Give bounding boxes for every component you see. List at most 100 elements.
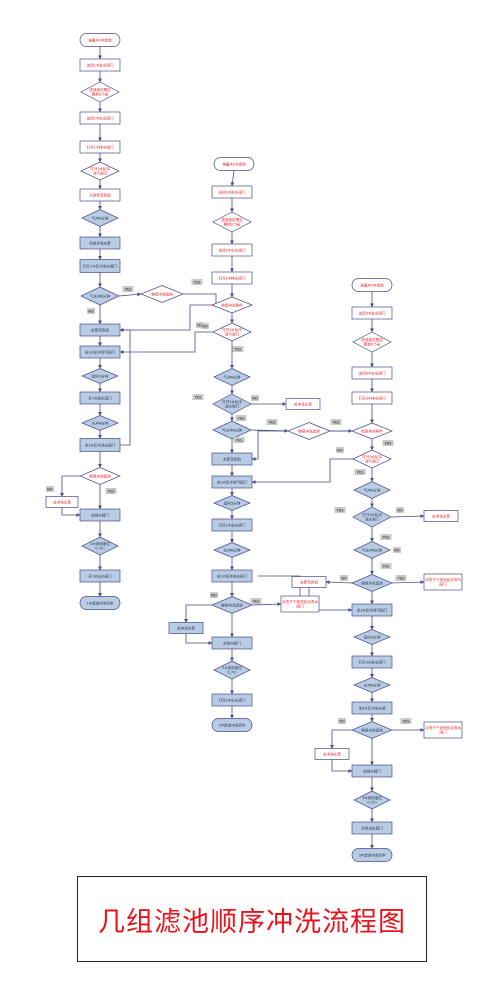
node-b6: 检测冲洗条件 bbox=[211, 296, 253, 314]
branch-label-bg bbox=[233, 437, 245, 443]
decision-diamond bbox=[213, 368, 251, 386]
branch-label-text: YES bbox=[253, 599, 260, 603]
branch-label-yes: YES bbox=[233, 437, 245, 443]
branch-label-yes: YES bbox=[105, 488, 117, 494]
process-box bbox=[79, 58, 121, 72]
terminal-box bbox=[79, 596, 121, 610]
decision-diamond bbox=[212, 420, 252, 440]
node-label: 关闭2#出水阀门 bbox=[219, 247, 246, 252]
node-label: 关闭1#进水阀门 bbox=[87, 62, 114, 67]
decision-diamond bbox=[351, 574, 393, 592]
yes-no-labels: NO YES NO YES YES NO NO YES YES YES YES NO YES YES NO Y… bbox=[46, 279, 412, 724]
node-b22: 2#滤池冲洗完毕 bbox=[211, 718, 253, 732]
flow-nodes: 准备冲1#滤池关闭1#进水阀门滤池液位是否降到0.5米关闭1#出水阀门打开1#排… bbox=[45, 33, 463, 862]
branch-label-no: NO bbox=[87, 308, 95, 314]
decision-diamond bbox=[81, 415, 119, 431]
branch-label-text: YES bbox=[333, 420, 340, 424]
process-box bbox=[211, 452, 253, 466]
node-a1: 准备冲1#滤池 bbox=[79, 33, 121, 47]
edge-b7-a13 bbox=[119, 331, 213, 354]
node-label: 延时3分钟 bbox=[92, 373, 109, 378]
edge-b1-b2 bbox=[230, 170, 235, 187]
process-box bbox=[168, 622, 204, 634]
branch-label-bg bbox=[396, 507, 404, 513]
node-label: 准备冲2#滤池 bbox=[222, 161, 246, 166]
decision-diamond bbox=[79, 467, 121, 485]
branch-label-no: NO bbox=[338, 718, 346, 724]
process-box bbox=[79, 438, 121, 452]
node-label: 关排水阀门 bbox=[363, 768, 381, 773]
decision-diamond bbox=[351, 422, 393, 440]
node-c20: 开启出水阀门 bbox=[351, 821, 393, 835]
branch-label-yes: YES bbox=[192, 394, 204, 400]
branch-label-text: NO bbox=[197, 323, 203, 327]
branch-label-text: NO bbox=[252, 396, 258, 400]
node-b10: 气水冲6分钟 bbox=[212, 420, 252, 440]
node-label: 继续冲洗滤池 bbox=[361, 727, 383, 732]
branch-label-yes: YES bbox=[354, 469, 366, 475]
node-label: 关1#反冲洗水阀门 bbox=[85, 442, 116, 447]
decision-diamond bbox=[213, 495, 251, 511]
node-label: 滤池液位是否降到0.5米 bbox=[221, 217, 243, 226]
branch-label-text: YES bbox=[108, 489, 115, 493]
node-label: 冲洗下个滤池反冲洗气阀门 bbox=[425, 577, 461, 586]
branch-label-text: YES bbox=[235, 347, 242, 351]
edge-b6b-b6 bbox=[183, 293, 217, 307]
process-box bbox=[211, 475, 253, 489]
decision-diamond bbox=[353, 629, 391, 645]
node-a23: 1#滤池冲洗完毕 bbox=[79, 596, 121, 610]
node-b16: 关2#反冲洗水阀门 bbox=[211, 569, 253, 583]
branch-label-bg bbox=[196, 322, 204, 328]
edge-a11-b6b bbox=[118, 292, 142, 297]
process-box bbox=[351, 391, 393, 405]
node-label: 继续冲洗滤池 bbox=[361, 580, 383, 585]
decision-diamond bbox=[213, 660, 251, 680]
process-box bbox=[351, 701, 393, 715]
node-a11: 气水冲6分钟 bbox=[80, 286, 120, 306]
process-box bbox=[285, 398, 321, 410]
node-a20: 关排水阀门 bbox=[79, 508, 121, 522]
node-label: 关冲洗水泵 bbox=[432, 513, 450, 518]
node-b18: 关冲洗水泵 bbox=[168, 622, 204, 634]
process-box bbox=[211, 185, 253, 199]
node-label: 关罗茨风机 bbox=[300, 579, 318, 584]
decision-diamond bbox=[353, 790, 391, 810]
process-box bbox=[45, 496, 79, 508]
node-label: 气冲6分钟 bbox=[364, 487, 381, 492]
node-a19: 关冲洗水泵 bbox=[45, 496, 79, 508]
branch-label-bg bbox=[380, 563, 392, 569]
process-box bbox=[351, 655, 393, 669]
branch-label-bg bbox=[251, 395, 259, 401]
branch-label-bg bbox=[340, 575, 348, 581]
node-a8: 气冲6分钟 bbox=[81, 209, 119, 227]
branch-label-yes: YES bbox=[191, 279, 203, 285]
node-c2: 关闭3#进水阀门 bbox=[351, 306, 393, 320]
branch-label-no: NO bbox=[196, 322, 204, 328]
branch-label-bg bbox=[235, 415, 247, 421]
branch-label-text: YES bbox=[236, 438, 243, 442]
branch-label-yes: YES bbox=[380, 563, 392, 569]
node-label: 关冲洗水泵 bbox=[53, 499, 71, 504]
node-c11l: 关罗茨风机 bbox=[291, 576, 327, 588]
decision-diamond bbox=[353, 541, 391, 559]
node-b15: 水冲6分钟 bbox=[213, 542, 251, 558]
node-b19: 关排水阀门 bbox=[211, 636, 253, 650]
process-box bbox=[79, 323, 121, 337]
branch-label-bg bbox=[266, 419, 278, 425]
node-b8: 气冲6分钟 bbox=[213, 368, 251, 386]
branch-label-text: NO bbox=[341, 576, 347, 580]
node-label: 打开3#进水阀门 bbox=[359, 659, 386, 664]
node-b9r: 关冲洗水泵 bbox=[285, 398, 321, 410]
node-label: 关冲洗水泵 bbox=[294, 401, 312, 406]
branch-label-text: YES bbox=[383, 535, 390, 539]
process-box bbox=[314, 748, 350, 760]
node-c11: 继续冲洗滤池 bbox=[351, 574, 393, 592]
node-label: 打开1#反冲洗水阀门 bbox=[83, 263, 117, 268]
decision-diamond bbox=[352, 331, 392, 353]
branch-label-bg bbox=[210, 592, 218, 598]
branch-label-text: NO bbox=[394, 548, 400, 552]
